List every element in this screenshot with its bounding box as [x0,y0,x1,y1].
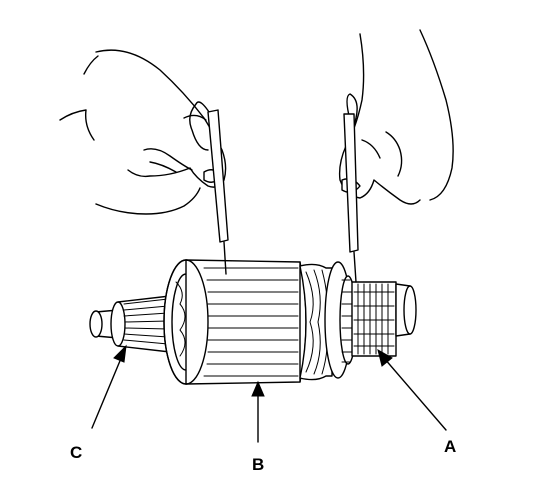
label-a: A [444,437,456,456]
commutator [351,281,397,357]
label-c: C [70,443,82,462]
right-test-probe [343,93,359,283]
spline-shaft [110,295,171,353]
left-test-probe [189,101,229,275]
arrow-c [91,344,127,429]
arrow-b [251,380,265,443]
armature-core [163,259,307,385]
arrow-a [377,348,447,431]
label-b: B [252,455,264,474]
left-hand [59,49,227,215]
right-shaft [395,283,417,337]
